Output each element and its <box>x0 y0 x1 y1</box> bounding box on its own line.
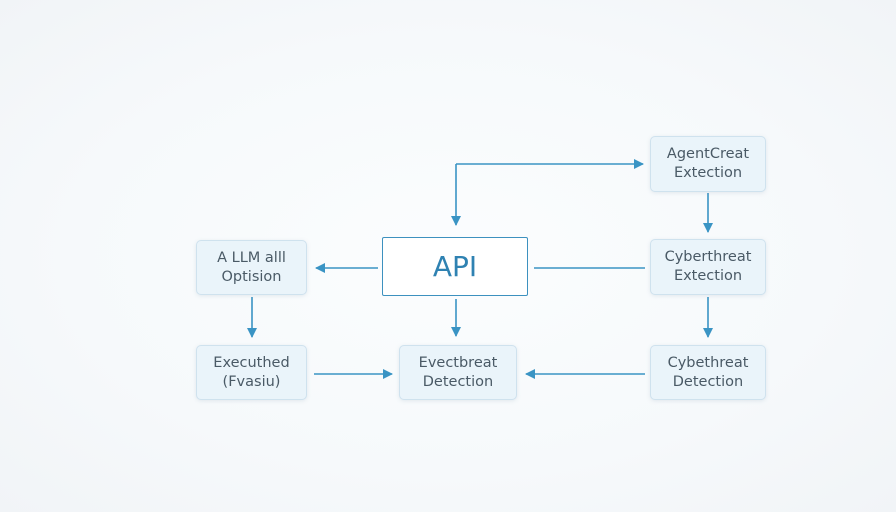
node-api: API <box>382 237 528 296</box>
node-cybethreat-detection-line-2: Detection <box>672 373 744 390</box>
node-executhed-line-2: (Fvasiu) <box>222 373 281 390</box>
node-evectbreat-detection-line-1: Evectbreat <box>418 354 498 371</box>
node-cybethreat-detection-line-1: Cybethreat <box>667 354 749 371</box>
node-cyberthreat-extection: Cyberthreat Extection <box>650 239 766 295</box>
node-evectbreat-detection: Evectbreat Detection <box>399 345 517 400</box>
node-llm-optision-line-2: Optision <box>221 268 282 285</box>
node-evectbreat-detection-line-2: Detection <box>422 373 494 390</box>
node-llm-optision: A LLM alll Optision <box>196 240 307 295</box>
node-executhed: Executhed (Fvasiu) <box>196 345 307 400</box>
node-cyberthreat-extection-line-1: Cyberthreat <box>664 249 752 265</box>
node-cyberthreat-extection-line-2: Extection <box>673 268 743 284</box>
node-executhed-line-1: Executhed <box>213 354 290 371</box>
node-cybethreat-detection: Cybethreat Detection <box>650 345 766 400</box>
node-llm-optision-line-1: A LLM alll <box>217 249 286 266</box>
node-agentcreat: AgentCreat Extection <box>650 136 766 192</box>
node-agentcreat-line-1: AgentCreat <box>666 146 750 162</box>
node-agentcreat-line-2: Extection <box>673 165 743 181</box>
node-api-label: API <box>432 249 478 283</box>
